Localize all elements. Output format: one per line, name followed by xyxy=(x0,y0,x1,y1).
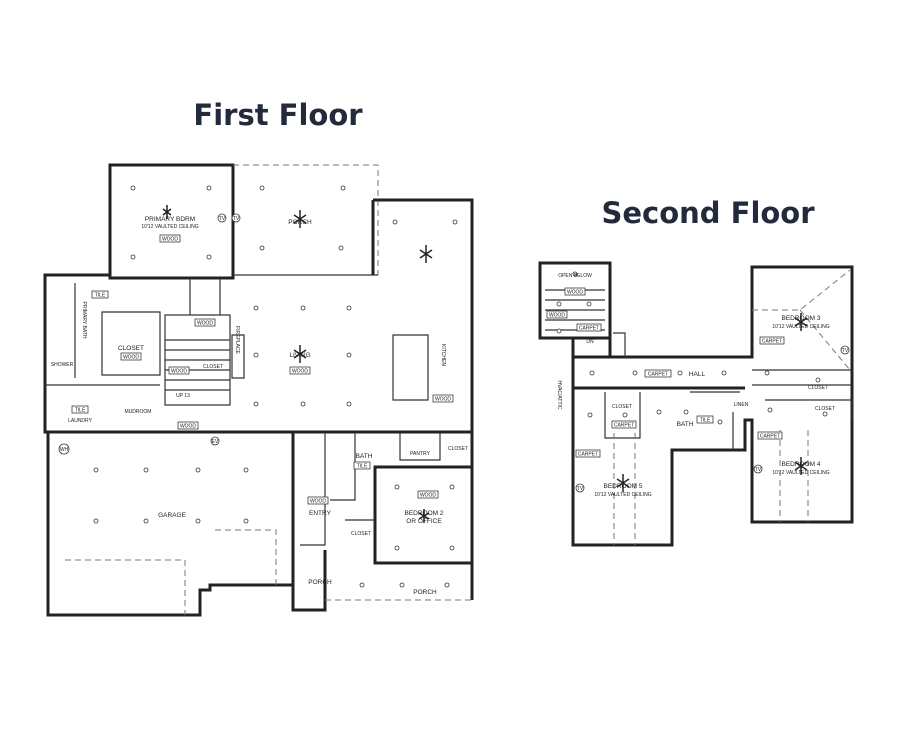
room-label: OR OFFICE xyxy=(406,518,442,525)
room-label: CLOSET xyxy=(612,404,632,410)
second-floor-plan: OPEN BELOW HALL HVAC/ATTIC CLOSET BATH L… xyxy=(538,261,854,547)
svg-text:CARPET: CARPET xyxy=(762,339,782,345)
room-label: BEDROOM 4 xyxy=(781,461,820,468)
room-label: MUDROOM xyxy=(125,409,152,415)
room-label: BEDROOM 5 xyxy=(603,483,642,490)
room-label: ENTRY xyxy=(309,510,332,517)
first-floor-plan: PRIMARY BDRM 10'12 VAULTED CEILING PORCH… xyxy=(43,163,474,617)
svg-text:WOOD: WOOD xyxy=(310,499,326,505)
room-label: 10'12 VAULTED CEILING xyxy=(141,224,198,230)
svg-text:WH: WH xyxy=(60,447,69,453)
svg-text:WOOD: WOOD xyxy=(549,313,565,319)
room-label: LIVING xyxy=(289,352,310,359)
room-label: PANTRY xyxy=(410,451,430,457)
first-floor-title: First Floor xyxy=(193,98,363,132)
svg-text:WOOD: WOOD xyxy=(180,424,196,430)
room-label: BEDROOM 2 xyxy=(404,510,443,517)
room-label: CLOSET xyxy=(448,446,468,452)
svg-text:TV: TV xyxy=(219,216,226,222)
svg-text:CARPET: CARPET xyxy=(579,326,599,332)
svg-text:CARPET: CARPET xyxy=(614,423,634,429)
room-label: GARAGE xyxy=(158,512,186,519)
room-label: 10'12 VAULTED CEILING xyxy=(772,470,829,476)
svg-text:CARPET: CARPET xyxy=(578,452,598,458)
room-label: 10'12 VAULTED CEILING xyxy=(594,492,651,498)
room-label: 10'12 VAULTED CEILING xyxy=(772,324,829,330)
room-label: CLOSET xyxy=(203,364,223,370)
room-label: PRIMARY BATH xyxy=(81,302,87,339)
room-label: CLOSET xyxy=(351,531,371,537)
room-label: PORCH xyxy=(308,579,332,586)
second-floor-title: Second Floor xyxy=(601,196,815,230)
room-label: LINEN xyxy=(734,402,749,408)
room-label: UP 13 xyxy=(176,393,190,399)
room-label: DN xyxy=(586,339,594,345)
room-label: LAUNDRY xyxy=(68,418,92,424)
room-label: BATH xyxy=(677,421,694,428)
room-label: PORCH xyxy=(288,219,312,226)
svg-text:EV: EV xyxy=(212,439,219,445)
room-label: BEDROOM 3 xyxy=(781,315,820,322)
svg-text:WOOD: WOOD xyxy=(420,493,436,499)
svg-text:WOOD: WOOD xyxy=(171,369,187,375)
svg-text:CARPET: CARPET xyxy=(648,372,668,378)
room-label: HALL xyxy=(689,371,706,378)
room-label: PORCH xyxy=(413,589,437,596)
room-label: CLOSET xyxy=(815,406,835,412)
room-label: KITCHEN xyxy=(440,344,446,366)
room-label: FIREPLACE xyxy=(234,326,240,354)
ceiling-lights xyxy=(556,271,828,425)
room-label: PRIMARY BDRM xyxy=(145,216,195,223)
ceiling-fan-icons xyxy=(162,205,433,523)
floor-tags: WOOD TILE WOOD WOOD WOOD WOOD WOOD TILE … xyxy=(58,213,454,505)
svg-text:TILE: TILE xyxy=(75,408,86,414)
svg-text:TILE: TILE xyxy=(357,464,368,470)
room-label: HVAC/ATTIC xyxy=(556,381,562,410)
floor-tags: WOOD WOOD CARPET CARPET CARPET TILE CARP… xyxy=(546,287,850,493)
svg-text:TILE: TILE xyxy=(700,418,711,424)
room-label: OPEN BELOW xyxy=(558,273,592,279)
svg-text:WOOD: WOOD xyxy=(435,397,451,403)
svg-text:WOOD: WOOD xyxy=(197,321,213,327)
ceiling-lights xyxy=(93,185,458,588)
room-label: BATH xyxy=(356,453,373,460)
svg-text:TV: TV xyxy=(577,486,584,492)
room-label: CLOSET xyxy=(118,345,144,352)
svg-text:TV: TV xyxy=(842,348,849,354)
room-label: SHOWER xyxy=(51,362,74,368)
svg-text:CARPET: CARPET xyxy=(760,434,780,440)
svg-text:WOOD: WOOD xyxy=(292,369,308,375)
svg-text:WOOD: WOOD xyxy=(162,237,178,243)
svg-text:TV: TV xyxy=(233,216,240,222)
svg-text:TILE: TILE xyxy=(95,293,106,299)
svg-text:WOOD: WOOD xyxy=(123,355,139,361)
svg-text:TV: TV xyxy=(755,467,762,473)
ceiling-fan-icons xyxy=(616,313,808,492)
room-label: CLOSET xyxy=(808,385,828,391)
svg-text:WOOD: WOOD xyxy=(567,290,583,296)
